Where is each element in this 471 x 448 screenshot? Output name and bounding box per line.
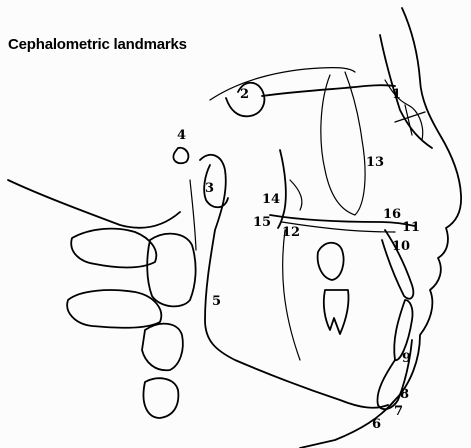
landmark-13-label: 13 — [366, 155, 384, 170]
landmark-2-label: 2 — [240, 87, 249, 102]
landmark-12-label: 12 — [282, 225, 300, 240]
landmark-8-label: 8 — [400, 387, 409, 402]
landmark-1-label: 1 — [392, 87, 401, 102]
landmark-10-label: 10 — [392, 239, 410, 254]
landmark-7-label: 7 — [394, 404, 403, 419]
landmark-9-label: 9 — [402, 351, 411, 366]
landmark-15-label: 15 — [253, 215, 271, 230]
landmark-11-label: 11 — [402, 220, 420, 235]
landmark-14-label: 14 — [262, 192, 280, 207]
landmark-5-label: 5 — [212, 294, 221, 309]
landmark-3-label: 3 — [205, 181, 214, 196]
landmark-6-label: 6 — [372, 417, 381, 432]
landmark-4-label: 4 — [177, 128, 186, 143]
landmark-16-label: 16 — [383, 207, 401, 222]
